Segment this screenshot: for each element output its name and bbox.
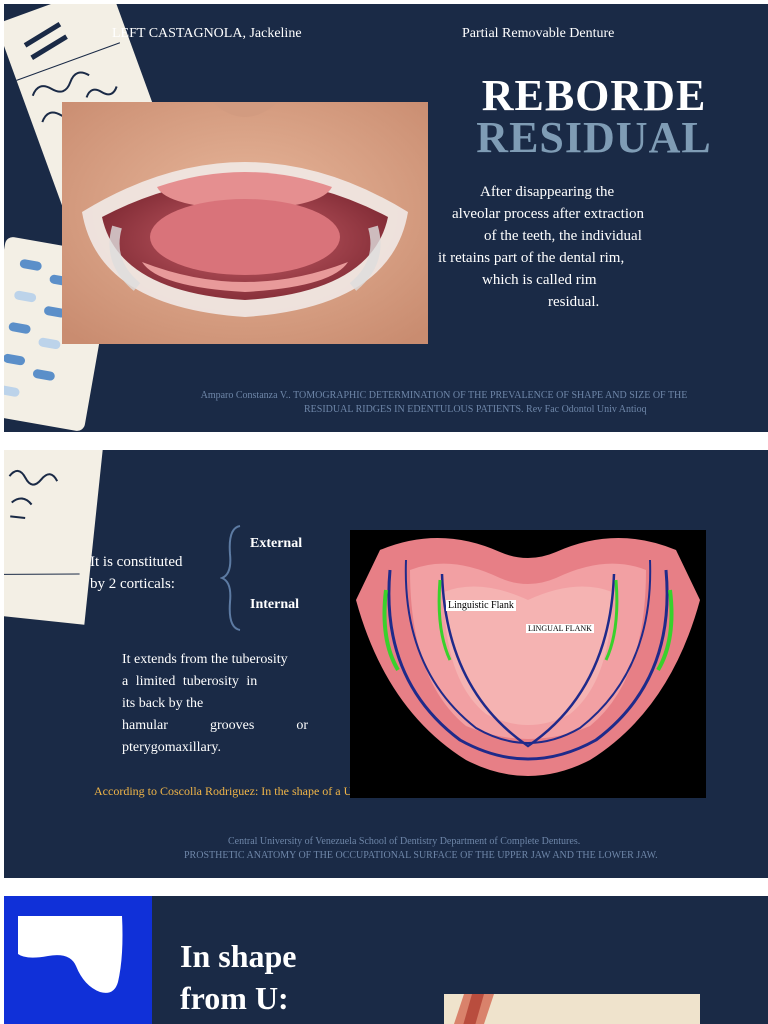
cortical-internal: Internal [250,597,299,612]
cortical-external: External [250,536,303,551]
body-line-1: After disappearing the [480,184,615,200]
scribble-icon [16,22,121,123]
citation-line-2: RESIDUAL RIDGES IN EDENTULOUS PATIENTS. … [304,404,647,415]
brace-icon [220,525,241,631]
extends-line-3: its back by the [122,696,204,711]
title-residual: RESIDUAL [476,113,712,162]
extends-line-2: a limited tuberosity in [122,674,258,689]
body-line-4: it retains part of the dental rim, [438,250,625,266]
body-line-2: alveolar process after extraction [452,206,644,222]
slide-u-shape: In shape from U: [4,896,768,1024]
author-name: LEFT CASTAGNOLA, Jackeline [112,26,302,41]
slide-reborde-residual: LEFT CASTAGNOLA, Jackeline Partial Remov… [4,4,768,432]
slide-cortical-structure: It is constituted by 2 corticals: Extern… [4,450,768,878]
extends-line-1: It extends from the tuberosity [122,652,288,667]
heading-line-2: from U: [180,980,289,1016]
body-line-3: of the teeth, the individual [484,228,642,244]
coscolla-note: According to Coscolla Rodriguez: In the … [94,784,396,798]
edentulous-mouth-photo [62,102,428,344]
body-line-5: which is called rim [482,272,597,288]
citation-line-2: PROSTHETIC ANATOMY OF THE OCCUPATIONAL S… [184,850,658,861]
u-shape-illustration [4,896,152,1024]
prescription-paper-decoration [4,4,178,212]
intro-line-1: It is constituted [90,554,183,570]
notes-paper-decoration [4,450,104,625]
citation-line-1: Amparo Constanza V.. TOMOGRAPHIC DETERMI… [200,390,688,401]
extends-line-5: pterygomaxillary. [122,740,222,755]
mandible-flank-diagram: Linguistic Flank LINGUAL FLANK [350,530,706,798]
intro-line-2: by 2 corticals: [90,576,175,592]
course-name: Partial Removable Denture [462,26,615,41]
scribble-icon [4,469,80,575]
heading-line-1: In shape [180,938,297,974]
u-shape-photo [444,994,700,1024]
body-line-6: residual. [548,294,600,310]
label-lingual-flank: LINGUAL FLANK [526,624,594,633]
label-linguistic-flank: Linguistic Flank [446,600,516,611]
title-reborde: REBORDE [481,71,707,120]
extends-line-4: hamular grooves or [122,718,308,733]
citation-line-1: Central University of Venezuela School o… [228,836,581,847]
